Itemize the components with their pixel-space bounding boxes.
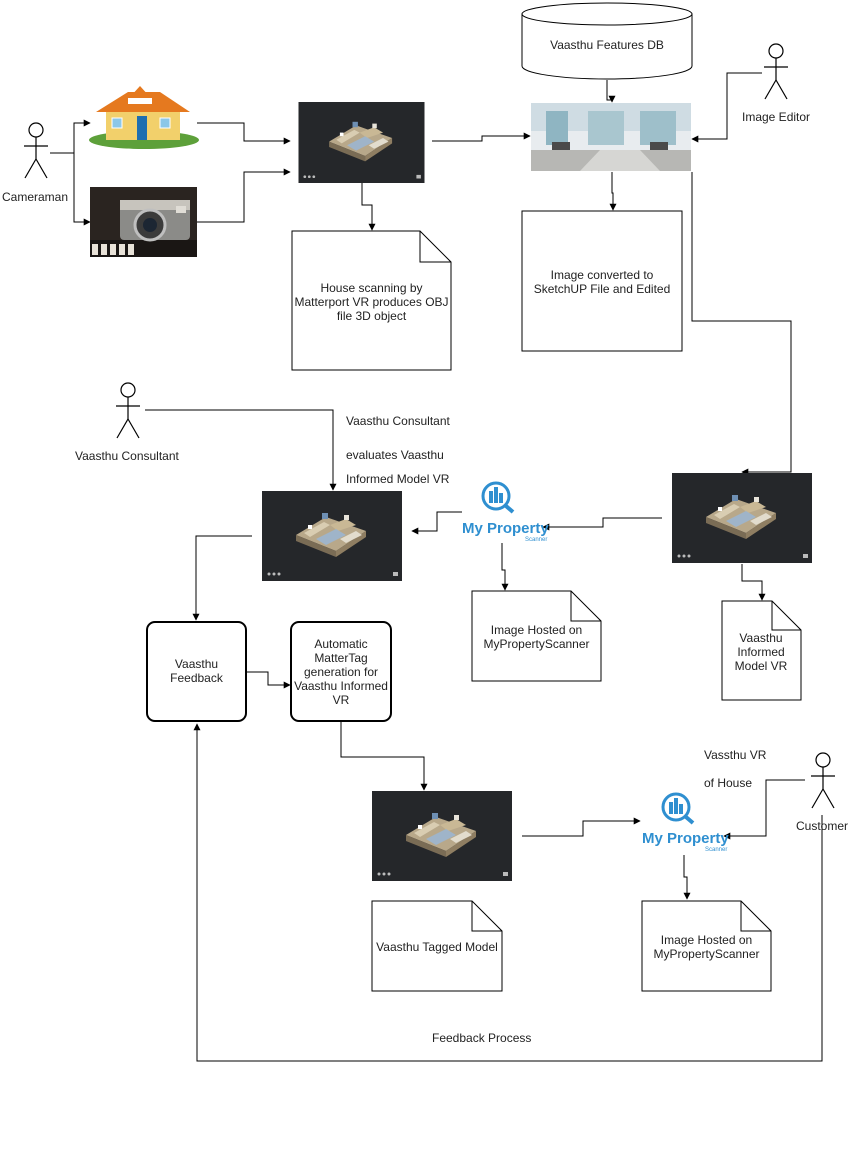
vaasthu-feedback-text: Vaasthu Feedback (170, 657, 223, 685)
document-image-converted (521, 210, 683, 352)
camera-image (90, 187, 197, 257)
vassthu-vr-note-line-1: Vassthu VR (704, 748, 767, 762)
image-hosted-1-text: Image Hosted on MyPropertyScanner (483, 623, 590, 651)
logo-1-subtitle: Scanner (525, 537, 548, 543)
vr-model-thumbnail-informed (672, 473, 812, 563)
document-image-hosted-2 (641, 900, 772, 992)
database-cylinder (521, 2, 693, 80)
database-label: Vaasthu Features DB (550, 38, 664, 52)
cameraman-label: Cameraman (2, 190, 69, 204)
customer-actor (810, 752, 836, 809)
document-image-hosted-1 (471, 590, 602, 682)
image-converted-text: Image converted to SketchUP File and Edi… (533, 268, 671, 296)
image-editor-label: Image Editor (742, 110, 811, 124)
image-editor-actor (763, 43, 789, 100)
vaasthu-consultant-label: Vaasthu Consultant (75, 449, 179, 463)
vaasthu-informed-model-text: Vaasthu Informed Model VR (734, 631, 788, 673)
feedback-process-label: Feedback Process (432, 1031, 532, 1045)
process-automatic-mattertag (290, 621, 392, 722)
document-vaasthu-informed-model (721, 600, 802, 701)
logo-1-wordmark: My Property (462, 520, 549, 537)
vr-model-thumbnail-consultant (262, 491, 402, 581)
logo-2-wordmark: My Property (642, 830, 729, 847)
logo-2-subtitle: Scanner (705, 847, 728, 853)
automatic-mattertag-text: Automatic MatterTag generation for Vaast… (294, 637, 388, 707)
process-vaasthu-feedback (146, 621, 247, 722)
my-property-scanner-logo-1 (481, 481, 515, 514)
image-hosted-2-text: Image Hosted on MyPropertyScanner (653, 933, 760, 961)
vr-model-thumbnail-tagged (372, 791, 512, 881)
document-vaasthu-tagged-model (371, 900, 503, 992)
vaasthu-consultant-actor (115, 382, 141, 439)
consultant-evaluates-note-line-1: Vaasthu Consultant (346, 414, 450, 428)
sketchup-render-image (531, 103, 691, 171)
house-scanning-text: House scanning by Matterport VR produces… (294, 281, 449, 323)
consultant-evaluates-note-line-3: Informed Model VR (346, 472, 450, 486)
cameraman-actor (23, 122, 49, 179)
connector-lines (50, 72, 823, 1062)
vassthu-vr-note-line-2: of House (704, 776, 753, 790)
document-house-scanning (291, 230, 452, 371)
house-image (89, 86, 199, 149)
consultant-evaluates-note-line-2: evaluates Vaasthu (346, 448, 444, 462)
vaasthu-tagged-model-text: Vaasthu Tagged Model (376, 940, 498, 954)
my-property-scanner-logo-2 (661, 792, 695, 825)
customer-label: Customer (796, 819, 849, 833)
vr-model-thumbnail-scan (298, 102, 425, 183)
